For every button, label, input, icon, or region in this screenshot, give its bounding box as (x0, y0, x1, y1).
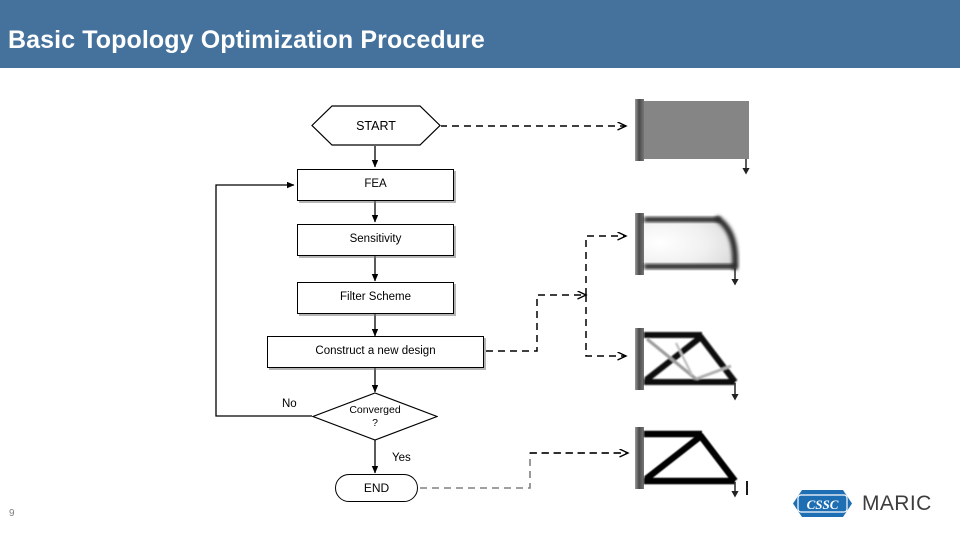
page-title: Basic Topology Optimization Procedure (8, 26, 485, 54)
flow-node-fea[interactable]: FEA (297, 169, 454, 201)
flow-node-sensitivity-label: Sensitivity (349, 233, 402, 246)
flow-node-construct-new-design[interactable]: Construct a new design (267, 336, 484, 368)
flow-node-converged-decision[interactable]: Converged ? (312, 392, 438, 441)
cssc-logo-icon: CSSC (792, 489, 853, 518)
intermediate-density-diagram (635, 213, 739, 286)
edge-label-no: No (282, 398, 297, 410)
edge-label-yes: Yes (392, 452, 411, 464)
brand-logo: CSSC MARIC (792, 489, 932, 518)
flow-node-end[interactable]: END (335, 474, 418, 502)
evolving-truss-diagram (635, 328, 739, 401)
header-divider (0, 68, 960, 71)
cssc-badge-text: CSSC (807, 497, 839, 512)
design-domain-diagram (635, 99, 750, 175)
flow-node-end-label: END (363, 481, 390, 495)
cssc-badge-shape: CSSC (793, 490, 852, 517)
flow-node-fea-label: FEA (364, 178, 387, 191)
page-number: 9 (9, 508, 15, 519)
hexagon-shape (311, 105, 441, 146)
flow-node-start-label: START (356, 118, 396, 133)
figure-intermediate-density (634, 210, 764, 290)
figure-design-domain (634, 96, 764, 176)
flow-node-construct-new-design-label: Construct a new design (315, 345, 436, 358)
header-bar (0, 0, 960, 68)
flow-node-sensitivity[interactable]: Sensitivity (297, 224, 454, 256)
final-truss-diagram (635, 427, 748, 498)
converged-line-2: ? (372, 416, 378, 429)
maric-wordmark: MARIC (862, 491, 932, 515)
flow-node-converged-label: Converged ? (349, 404, 400, 428)
converged-line-1: Converged (349, 404, 401, 417)
figure-evolving-truss (634, 325, 764, 405)
figure-final-truss (634, 424, 769, 504)
diamond-shape (312, 392, 438, 441)
flow-node-filter-scheme-label: Filter Scheme (340, 291, 411, 304)
flow-node-start[interactable]: START (311, 105, 441, 146)
flow-node-filter-scheme[interactable]: Filter Scheme (297, 282, 454, 314)
